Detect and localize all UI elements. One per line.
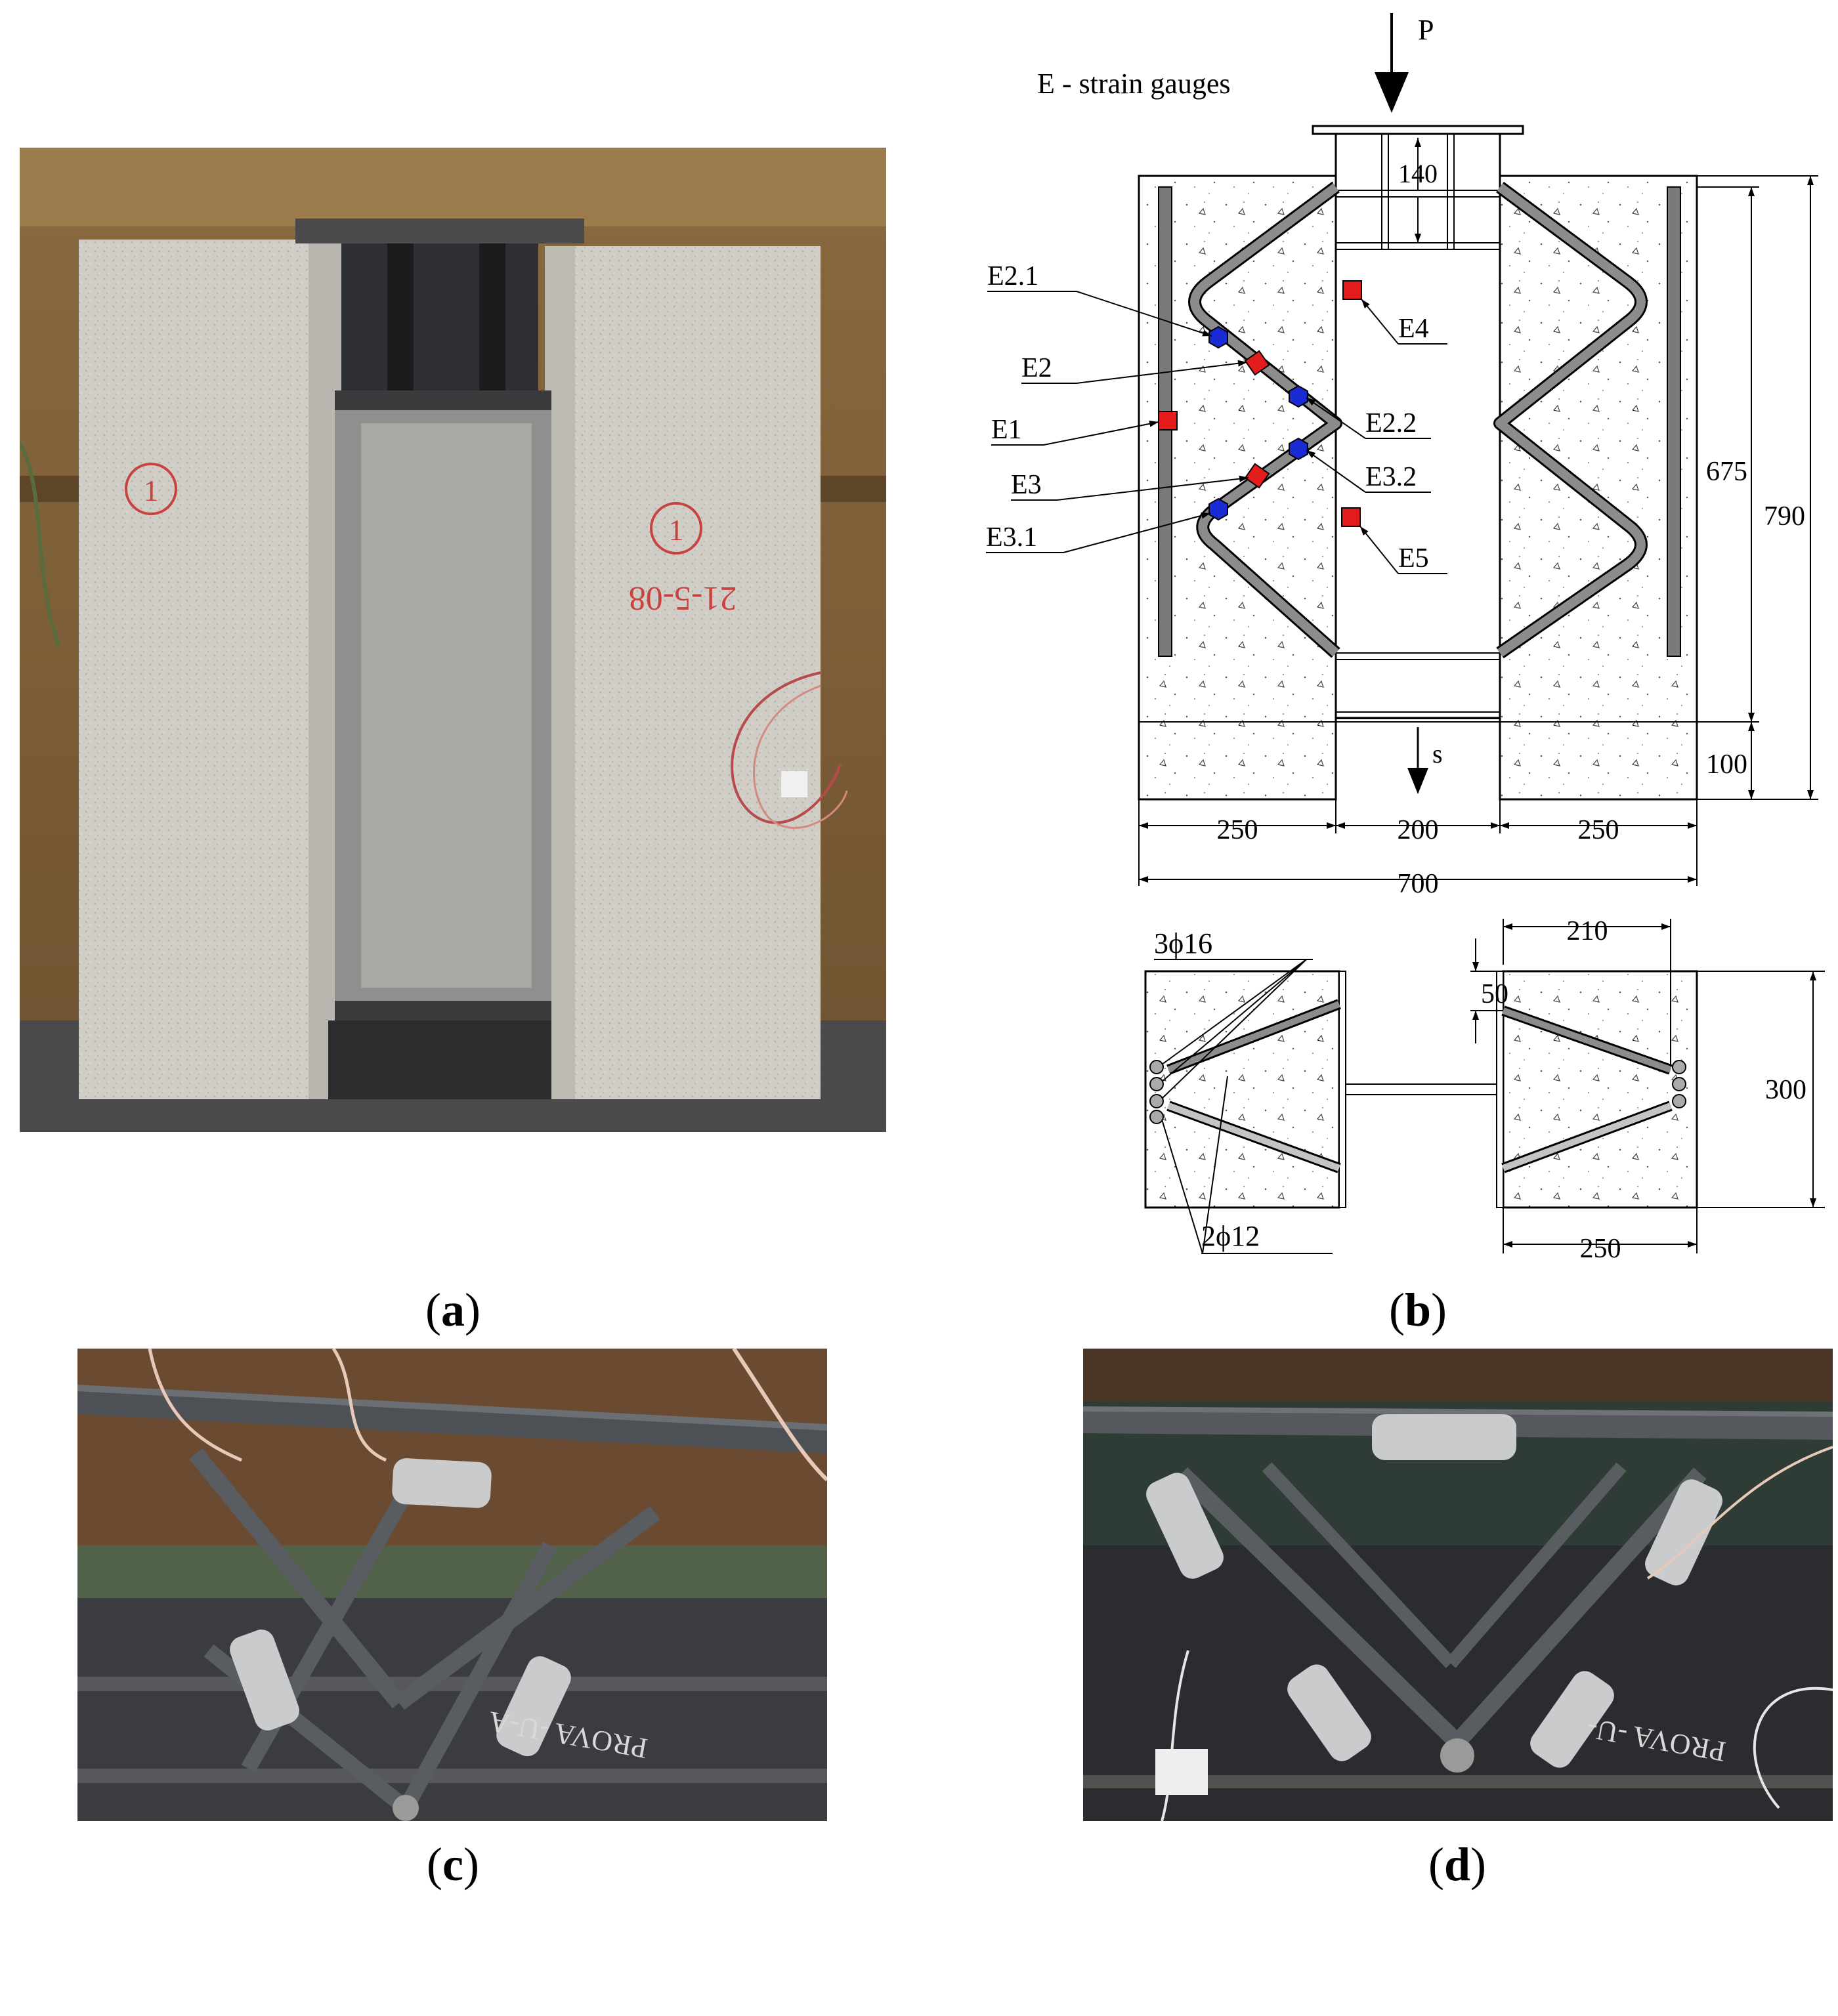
load-label: P <box>1418 14 1434 46</box>
photo-panel-c: PROVA -U-A <box>77 1349 827 1821</box>
label-e5: E5 <box>1398 543 1429 574</box>
label-e31: E3.1 <box>986 522 1037 553</box>
label-e3: E3 <box>1011 470 1042 500</box>
gauge-e2-marker <box>1244 350 1270 376</box>
dim-250-right: 250 <box>1578 815 1619 845</box>
label-e21: E2.1 <box>987 261 1038 291</box>
dim-790: 790 <box>1764 501 1805 532</box>
gauge-e5-marker <box>1341 507 1361 527</box>
dim-700: 700 <box>1398 869 1439 899</box>
load-arrow-icon <box>1375 72 1409 113</box>
rebar-label-bottom: 2ϕ12 <box>1201 1220 1260 1252</box>
block-mark-left: 1 <box>144 474 159 507</box>
photo-panel-a: 1 1 21-5-08 <box>20 148 886 1132</box>
technical-drawing-b: E - strain gauges P 140 E2.1 E2 E1 <box>986 13 1825 1260</box>
section-left-block <box>1144 970 1340 1209</box>
label-e1: E1 <box>991 415 1022 445</box>
section-right-block <box>1502 970 1698 1209</box>
dim-100: 100 <box>1706 749 1747 780</box>
dim-140: 140 <box>1398 159 1438 188</box>
label-e4: E4 <box>1398 314 1429 344</box>
dim-250-left: 250 <box>1217 815 1258 845</box>
label-e32: E3.2 <box>1365 462 1417 492</box>
photo-panel-d: PROVA -U- <box>1083 1349 1833 1821</box>
slip-arrow-icon <box>1407 768 1428 794</box>
caption-c: (c) <box>427 1838 479 1891</box>
caption-d: (d) <box>1428 1838 1486 1891</box>
dim-675: 675 <box>1706 457 1747 487</box>
gauge-e31-marker <box>1208 497 1228 521</box>
block-mark-right: 1 <box>669 513 684 547</box>
label-e2: E2 <box>1021 353 1052 383</box>
gauge-e21-marker <box>1208 326 1228 349</box>
dim-50: 50 <box>1481 979 1508 1009</box>
gauge-e3-marker <box>1244 463 1270 489</box>
label-e22: E2.2 <box>1365 408 1417 438</box>
rebar-label-top: 3ϕ16 <box>1154 927 1212 959</box>
block-date: 21-5-08 <box>629 579 737 617</box>
gauge-e1-marker <box>1158 411 1178 430</box>
slip-label: s <box>1432 739 1443 768</box>
dim-250-section: 250 <box>1580 1234 1621 1260</box>
caption-a: (a) <box>425 1284 481 1336</box>
dim-210: 210 <box>1567 916 1608 946</box>
gauge-e4-marker <box>1342 280 1362 300</box>
caption-b: (b) <box>1388 1284 1447 1336</box>
dim-200: 200 <box>1398 815 1439 845</box>
right-concrete-block <box>1499 175 1698 801</box>
dim-300: 300 <box>1765 1075 1806 1105</box>
legend-text: E - strain gauges <box>1037 68 1230 100</box>
gauge-e22-marker <box>1289 385 1308 408</box>
gauge-e32-marker <box>1289 437 1308 461</box>
